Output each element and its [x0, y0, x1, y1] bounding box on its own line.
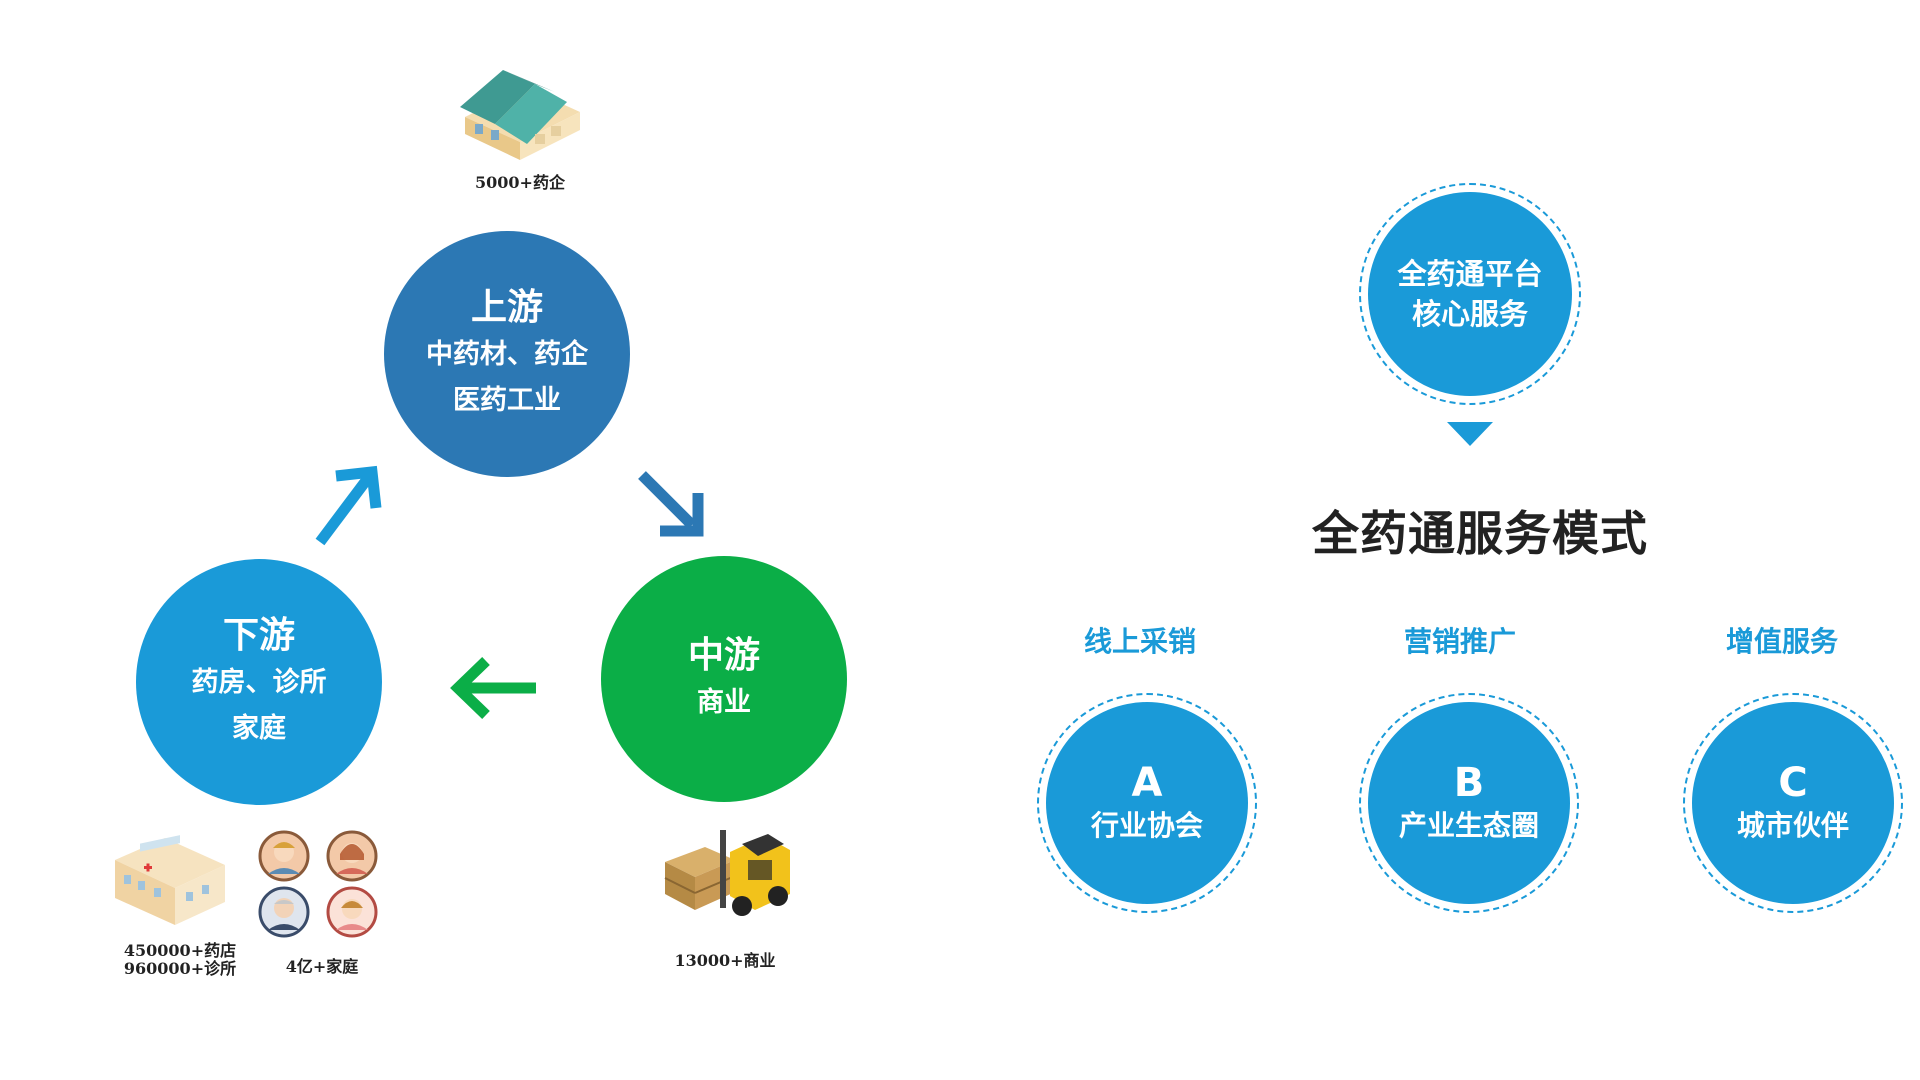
- service-ring-b: [1359, 693, 1579, 913]
- service-name-b: 产业生态圈: [1398, 809, 1539, 842]
- service-label-b: 营销推广: [1403, 625, 1516, 658]
- midstream-caption: 13000+商业: [674, 951, 776, 970]
- midstream-node: 中游 商业: [601, 556, 847, 802]
- pharmacy-building-icon: [115, 835, 225, 925]
- family-avatars-icon: [258, 830, 378, 938]
- service-node-c: C 城市伙伴: [1692, 702, 1894, 904]
- service-name-c: 城市伙伴: [1736, 809, 1849, 842]
- core-service-line1: 全药通平台: [1397, 257, 1543, 291]
- factory-icon: [460, 70, 580, 160]
- family-caption: 4亿+家庭: [285, 957, 359, 976]
- pharmacy-caption-1: 450000+药店: [123, 941, 237, 960]
- core-service-ring: [1359, 183, 1581, 405]
- upstream-title: 上游: [470, 287, 543, 328]
- downstream-line2: 家庭: [232, 713, 286, 744]
- triangle-down-icon: [1447, 422, 1493, 446]
- arrow-down-right-icon: [638, 471, 704, 537]
- upstream-line2: 医药工业: [453, 385, 561, 416]
- core-service-node: 全药通平台 核心服务: [1368, 192, 1572, 396]
- service-node-b: B 产业生态圈: [1368, 702, 1570, 904]
- upstream-line1: 中药材、药企: [426, 339, 588, 370]
- core-service-line2: 核心服务: [1411, 297, 1528, 331]
- service-letter-c: C: [1778, 760, 1808, 806]
- service-label-c: 增值服务: [1725, 625, 1838, 658]
- service-node-a: A 行业协会: [1046, 702, 1248, 904]
- service-letter-a: A: [1131, 760, 1163, 806]
- midstream-title: 中游: [687, 635, 760, 676]
- pharmacy-caption-2: 960000+诊所: [123, 959, 237, 978]
- upstream-node: 上游 中药材、药企 医药工业: [384, 231, 630, 477]
- upstream-caption: 5000+药企: [475, 173, 565, 192]
- downstream-node: 下游 药房、诊所 家庭: [136, 559, 382, 805]
- service-model-heading: 全药通服务模式: [1312, 507, 1648, 562]
- arrow-left-icon: [450, 657, 536, 719]
- service-name-a: 行业协会: [1090, 809, 1203, 842]
- downstream-title: 下游: [222, 615, 295, 656]
- downstream-line1: 药房、诊所: [191, 667, 327, 698]
- forklift-icon: [664, 830, 790, 916]
- service-ring-c: [1683, 693, 1903, 913]
- service-letter-b: B: [1453, 760, 1485, 806]
- service-ring-a: [1037, 693, 1257, 913]
- arrow-up-right-icon: [315, 465, 382, 546]
- service-label-a: 线上采销: [1083, 625, 1196, 658]
- midstream-line1: 商业: [697, 687, 751, 718]
